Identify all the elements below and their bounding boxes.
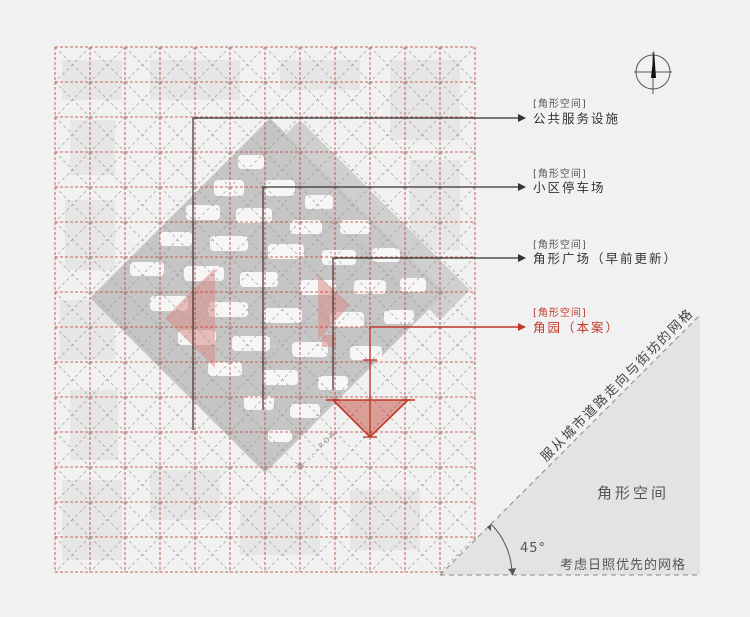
leader-line-plaza: [332, 257, 518, 390]
leader-line-public-service: [192, 117, 518, 430]
category-tag: [角形空间]: [533, 97, 587, 110]
leader-line-parking: [262, 186, 518, 410]
arrow-head-1: [518, 114, 526, 122]
label-name: 角园（本案）: [533, 320, 620, 335]
arrow-head-4: [518, 323, 526, 331]
label-public-service: [角形空间] 公共服务设施: [533, 97, 620, 126]
label-parking: [角形空间] 小区停车场: [533, 167, 606, 195]
label-name: 公共服务设施: [533, 111, 620, 126]
label-name: 小区停车场: [533, 180, 606, 195]
arrow-head-2: [518, 183, 526, 191]
corner-space-label: 角形空间: [597, 484, 669, 502]
corner-garden-triangle: [326, 399, 415, 439]
label-corner-garden: [角形空间] 角园（本案）: [533, 306, 620, 335]
diagonal-grid: [54, 46, 476, 573]
angle-label: 45°: [520, 541, 546, 556]
category-tag: [角形空间]: [533, 238, 587, 251]
label-plaza: [角形空间] 角形广场（早前更新）: [533, 238, 678, 266]
label-name: 角形广场（早前更新）: [533, 251, 678, 266]
category-tag: [角形空间]: [533, 306, 587, 319]
north-arrow-icon: [634, 50, 672, 94]
arrow-head-3: [518, 254, 526, 262]
building-footprints: [130, 155, 426, 442]
category-tag: [角形空间]: [533, 167, 587, 180]
leader-lines: [192, 114, 526, 438]
orthogonal-grid-label: 考虑日照优先的网格: [560, 557, 686, 573]
corner-space-triangle: [439, 314, 701, 576]
